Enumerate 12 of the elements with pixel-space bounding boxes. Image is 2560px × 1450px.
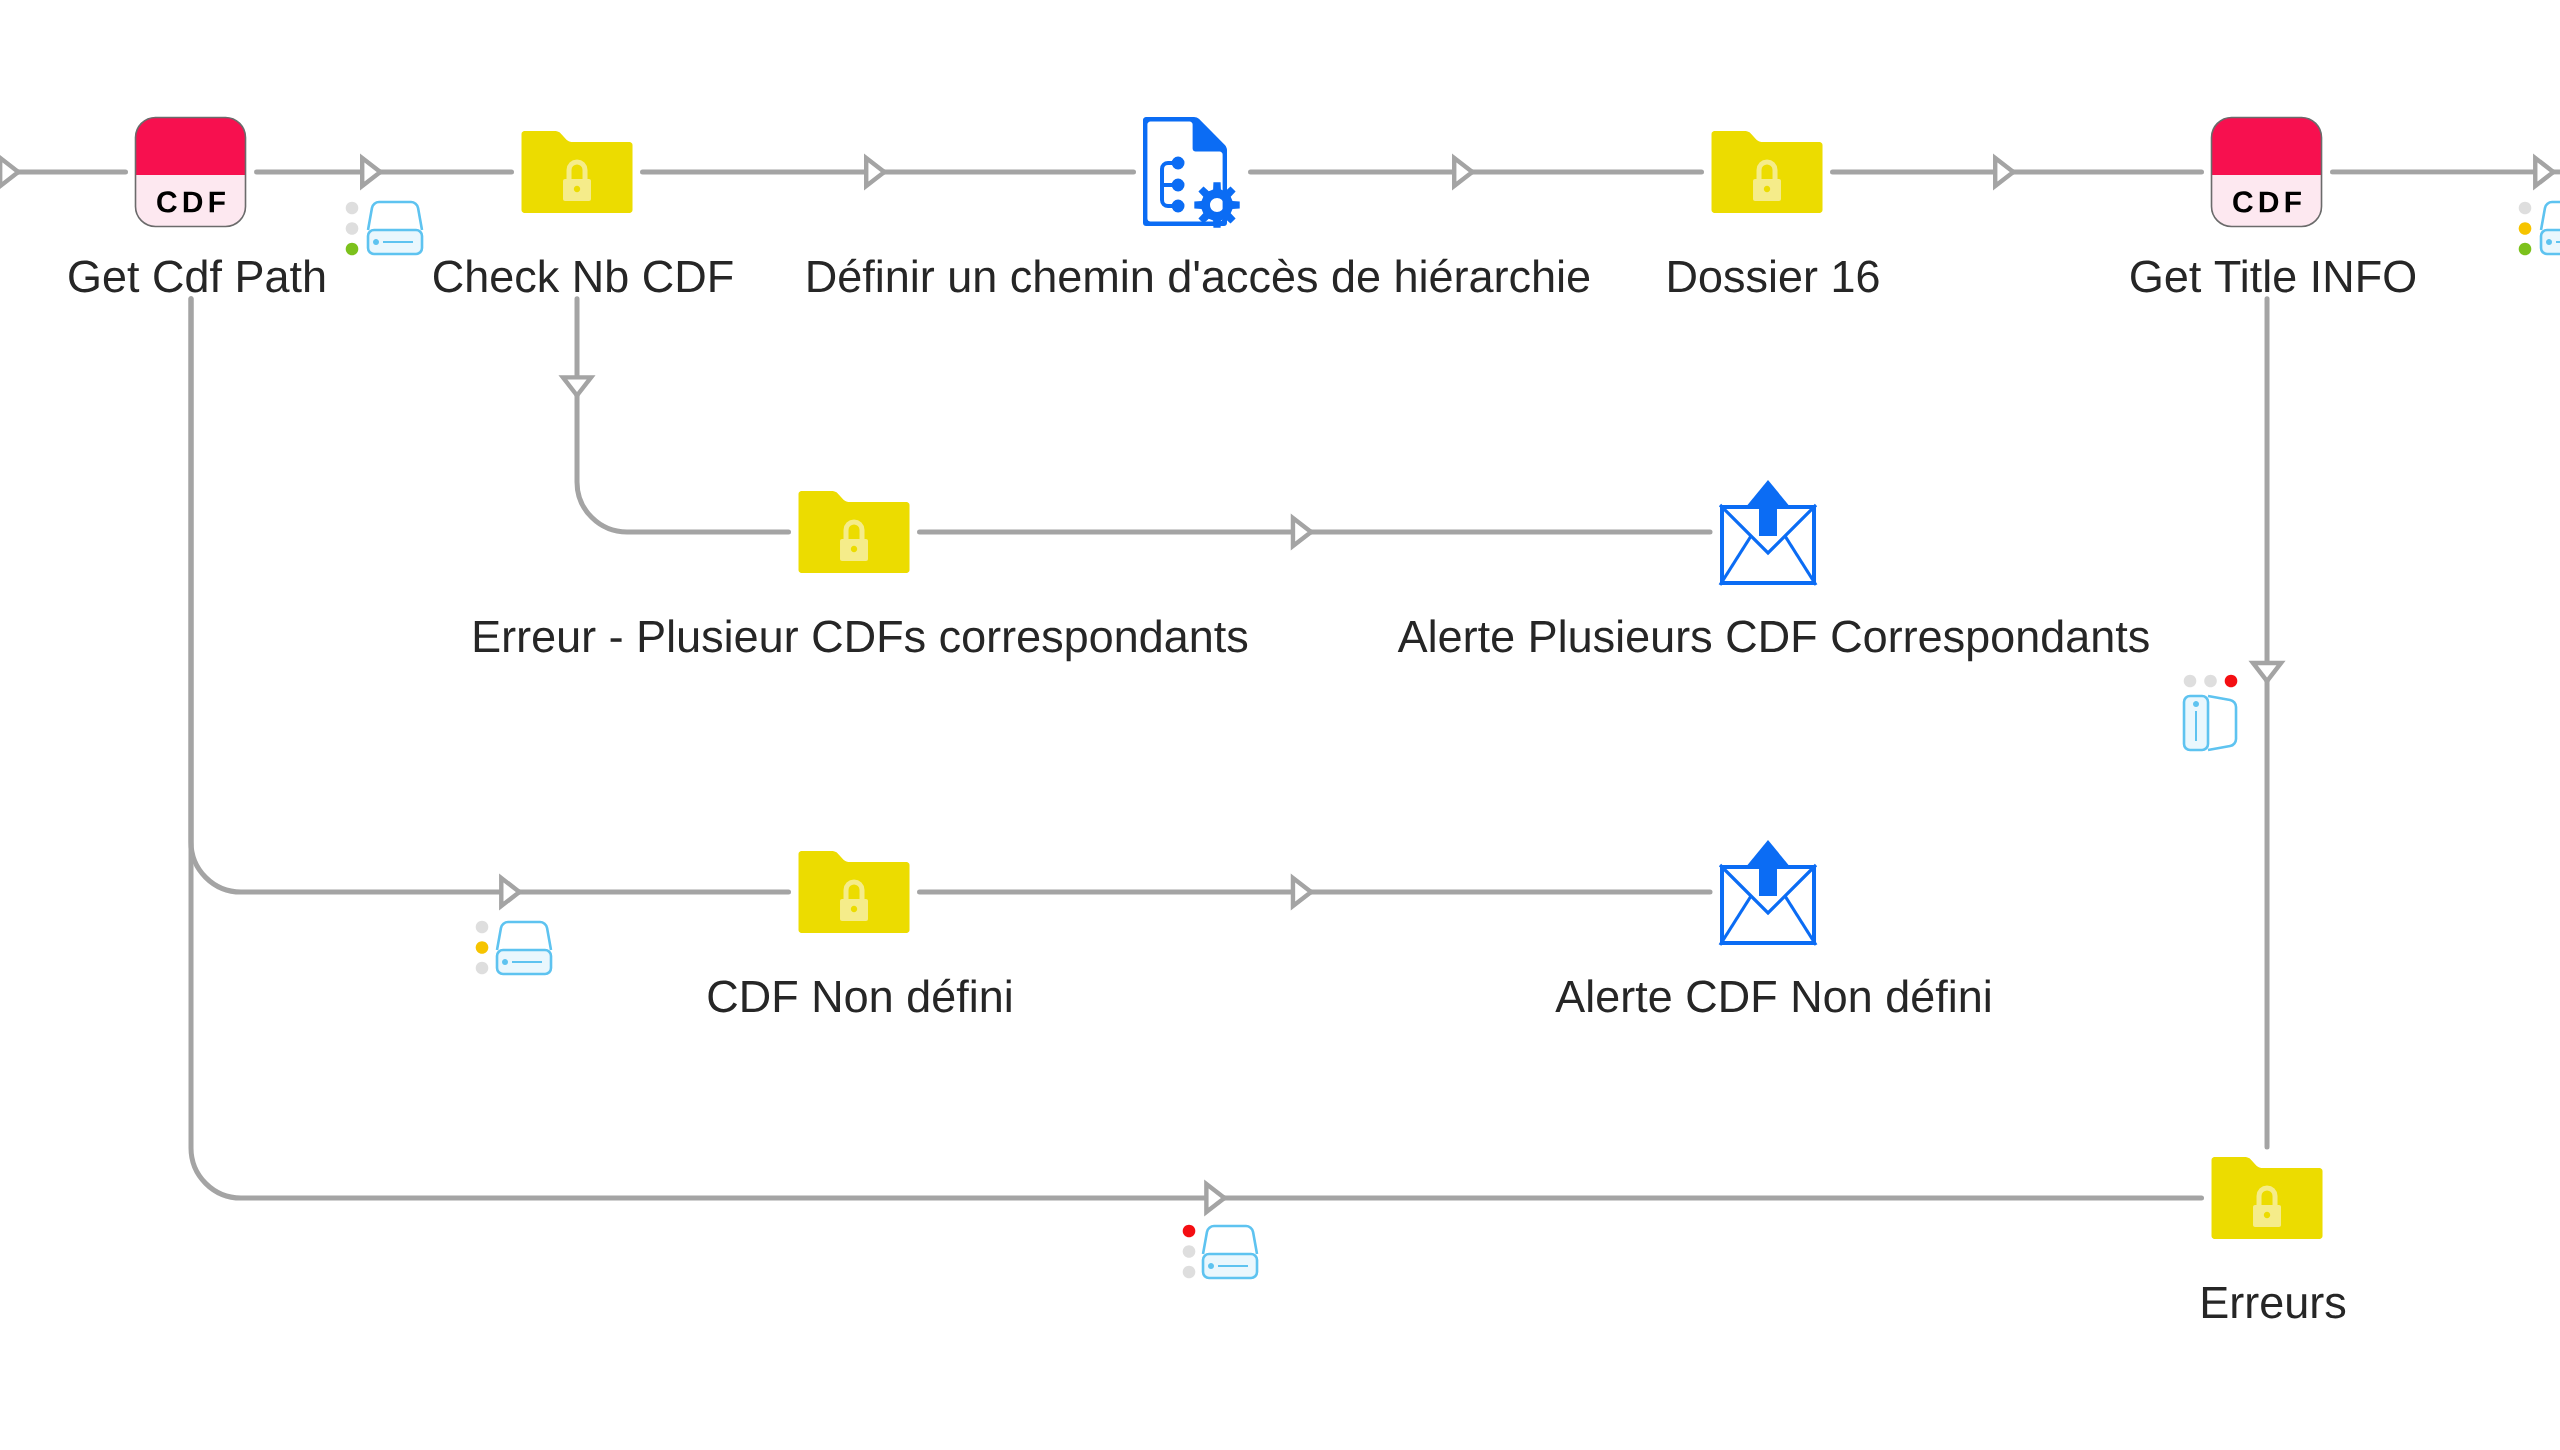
step-label: CDF Non défini: [708, 978, 1011, 1013]
app-tile: CDF: [2210, 116, 2323, 228]
step-label: Alerte Plusieurs CDF Correspondants: [1397, 619, 2149, 662]
step-label: Get Title INFO: [2131, 259, 2416, 293]
step-label: Get Cdf Path: [69, 259, 325, 293]
step-label: Alerte CDF Non défini: [1555, 978, 1990, 1013]
app-tile: CDF: [134, 116, 247, 228]
step-label: Erreur - Plusieur CDFs correspondants: [474, 619, 1248, 662]
step-label: Définir un chemin d'accès de hiérarchie: [808, 258, 1590, 293]
step-label: Dossier 16: [1669, 259, 1879, 293]
step-label: Erreurs: [2202, 1287, 2346, 1319]
step-label: Check Nb CDF: [434, 259, 733, 293]
